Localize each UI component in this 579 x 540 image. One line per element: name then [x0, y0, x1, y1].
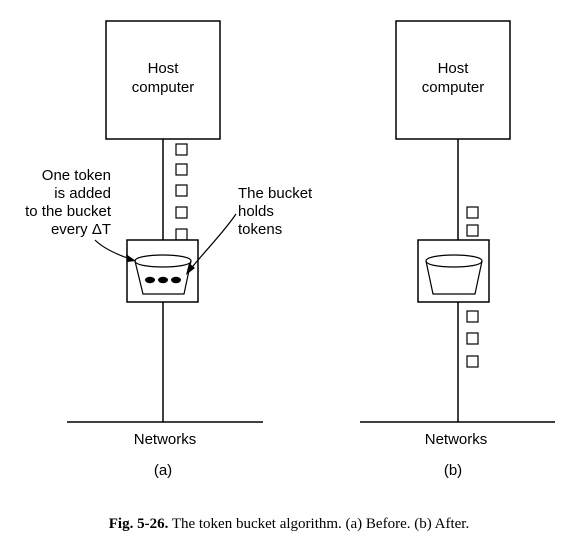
host-label-line1-a: Host — [148, 60, 180, 77]
sub-label-a: (a) — [154, 462, 172, 479]
panel-b: Host computer Networks (b) — [360, 20, 555, 479]
note-right-line-3: tokens — [238, 221, 282, 238]
bucket-b — [425, 254, 483, 295]
note-right-line-1: The bucket — [238, 185, 313, 202]
bucket-holds-note: The bucket holds tokens — [186, 185, 313, 275]
caption-text: The token bucket algorithm. (a) Before. … — [168, 516, 469, 532]
note-left-line-4: every ΔT — [51, 221, 111, 238]
network-label-b: Networks — [425, 431, 488, 448]
token-1 — [145, 276, 155, 284]
caption-figure-number: Fig. 5-26. — [109, 516, 169, 532]
bucket-regulator-box-a — [126, 239, 199, 303]
bucket-tokens-a — [145, 276, 181, 284]
token-rate-note: One token is added to the bucket every Δ… — [25, 167, 136, 262]
panel-a: Host computer Networks (a) One token is … — [25, 20, 313, 479]
host-label-line2-a: computer — [132, 79, 195, 96]
arrow-bucket-holds — [188, 213, 237, 272]
network-label-a: Networks — [134, 431, 197, 448]
packets-above-a — [175, 143, 188, 241]
note-right-line-2: holds — [238, 203, 274, 220]
bucket-a — [134, 254, 192, 295]
packet-a-above-5 — [175, 228, 188, 241]
host-computer-box-a — [105, 20, 221, 140]
note-left-line-2: is added — [54, 185, 111, 202]
arrow-token-added-head — [126, 254, 136, 262]
packet-a-above-4 — [175, 206, 188, 219]
figure-caption: Fig. 5-26. The token bucket algorithm. (… — [109, 516, 469, 532]
packet-b-above-2 — [466, 224, 479, 237]
sub-label-b: (b) — [444, 462, 462, 479]
packet-b-below-2 — [466, 332, 479, 345]
packet-b-below-3 — [466, 355, 479, 368]
arrow-bucket-holds-head — [186, 263, 195, 275]
packet-a-above-1 — [175, 143, 188, 156]
note-left-line-3: to the bucket — [25, 203, 112, 220]
bucket-regulator-box-b — [417, 239, 490, 303]
packet-b-below-1 — [466, 310, 479, 323]
packets-below-b — [466, 310, 479, 368]
token-2 — [158, 276, 168, 284]
host-computer-box-b — [395, 20, 511, 140]
packet-a-above-2 — [175, 163, 188, 176]
packet-a-above-3 — [175, 184, 188, 197]
bucket-rim-b — [425, 260, 483, 268]
note-left-line-1: One token — [42, 167, 111, 184]
packet-b-above-1 — [466, 206, 479, 219]
packets-above-b — [466, 206, 479, 237]
bucket-rim-a — [134, 260, 192, 268]
host-label-line2-b: computer — [422, 79, 485, 96]
token-3 — [171, 276, 181, 284]
host-label-line1-b: Host — [438, 60, 470, 77]
